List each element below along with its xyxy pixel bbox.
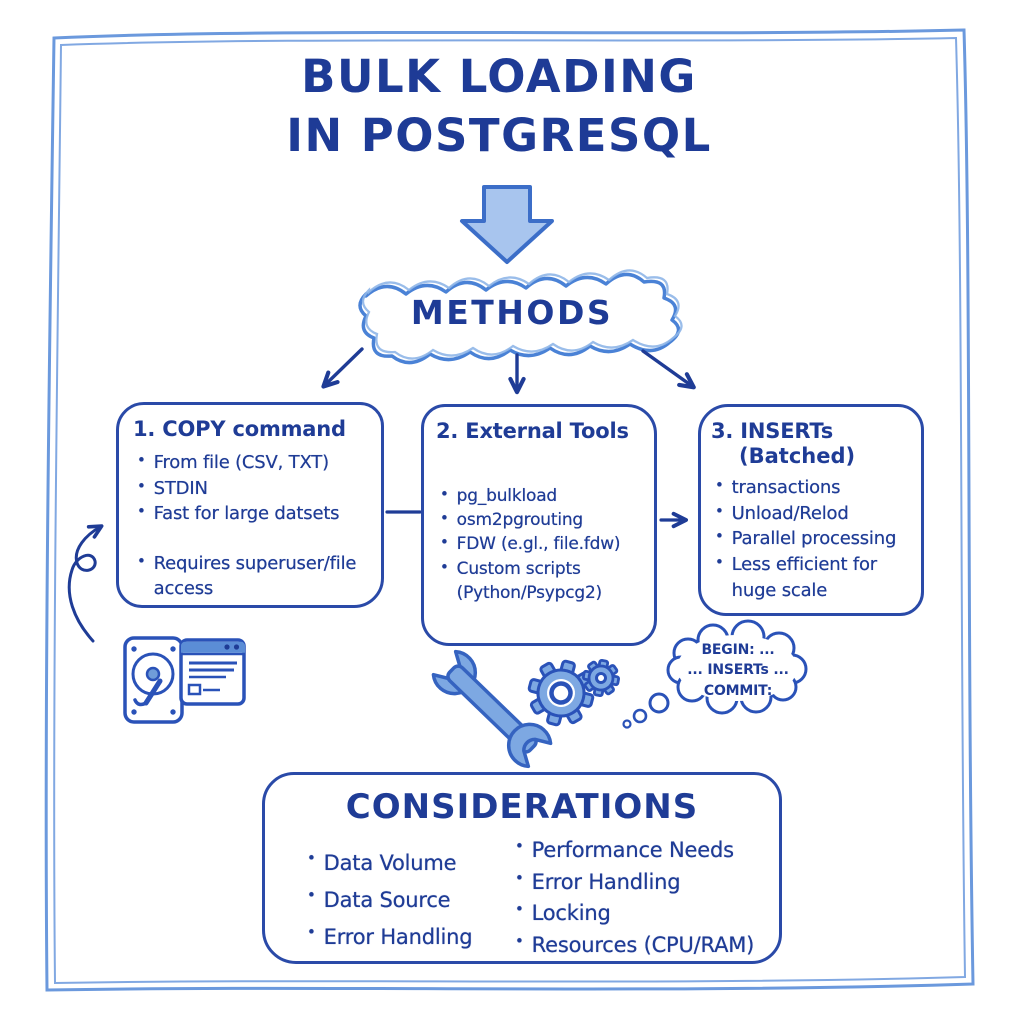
method-box-bullets: From file (CSV, TXT) STDIN Fast for larg… — [133, 450, 371, 602]
title-line-2: IN POSTGRESQL — [286, 108, 712, 162]
bullet-item: Performance Needs — [511, 835, 767, 867]
considerations-left-bullets: Data Volume Data Source Error Handling — [303, 845, 511, 955]
down-block-arrow — [460, 185, 554, 264]
considerations-box: CONSIDERATIONS Data Volume Data Source E… — [262, 772, 782, 964]
bullet-item: From file (CSV, TXT) — [133, 450, 371, 476]
method-box-copy: 1. COPY command From file (CSV, TXT) STD… — [116, 402, 384, 608]
method-box-title-line2: (Batched) — [739, 444, 856, 469]
thought-bubble — [622, 619, 808, 729]
method-box-title: 2. External Tools — [436, 419, 629, 443]
bullet-item: Data Source — [303, 882, 511, 919]
thought-trail-dot — [622, 719, 632, 729]
wrench-icon — [431, 649, 553, 769]
thought-bubble-text: BEGIN: ... ... INSERTs ... COMMIT: — [664, 640, 812, 701]
method-box-bullets: pg_bulkload osm2pgrouting FDW (e.gl., fi… — [436, 484, 646, 605]
method-arrows — [321, 347, 696, 395]
bullet-item: Error Handling — [303, 919, 511, 956]
app-window-icon — [179, 638, 246, 706]
bullet-item: Less efficient for huge scale — [711, 552, 915, 603]
thought-trail-dot — [648, 692, 670, 714]
bullet-item: pg_bulkload — [436, 484, 646, 508]
method-box-title: 1. COPY command — [133, 417, 346, 441]
bullet-item: Error Handling — [511, 867, 767, 899]
methods-cloud — [358, 269, 683, 365]
bubble-line-3: COMMIT: — [703, 682, 773, 699]
method-box-inserts: 3. INSERTs (Batched) transactions Unload… — [698, 404, 924, 616]
bullet-item: Locking — [511, 898, 767, 930]
arrow-to-copy — [321, 347, 364, 389]
considerations-right-bullets: Performance Needs Error Handling Locking… — [511, 835, 767, 961]
thought-trail-dot — [632, 708, 648, 724]
methods-cloud-label: METHODS — [410, 293, 614, 332]
hard-disk-icon — [123, 636, 184, 724]
considerations-right-column: Performance Needs Error Handling Locking… — [511, 835, 767, 961]
bullet-item: STDIN — [133, 476, 371, 502]
method-box-title: 3. INSERTs — [711, 419, 834, 443]
bullet-item: osm2pgrouting — [436, 508, 646, 532]
bullet-item: Resources (CPU/RAM) — [511, 930, 767, 962]
method-box-bullets: transactions Unload/Relod Parallel proce… — [711, 475, 915, 603]
considerations-left-column: Data Volume Data Source Error Handling — [303, 835, 511, 961]
bullet-item: FDW (e.gl., file.fdw) — [436, 532, 646, 556]
title-line-1: BULK LOADING — [301, 50, 697, 103]
bubble-line-2: ... INSERTs ... — [687, 662, 789, 679]
bullet-item: transactions — [711, 475, 915, 501]
bullet-item: Requires superuser/file access — [133, 551, 371, 602]
considerations-columns: Data Volume Data Source Error Handling P… — [265, 835, 779, 961]
arrow-to-inserts — [641, 349, 696, 390]
method-box-external-tools: 2. External Tools pg_bulkload osm2pgrout… — [421, 404, 657, 646]
bullet-item: Fast for large datsets — [133, 501, 371, 527]
gears-icon — [527, 658, 621, 727]
considerations-title: CONSIDERATIONS — [345, 787, 699, 827]
loop-arrow — [67, 524, 104, 643]
bullet-item: Custom scripts (Python/Psypcg2) — [436, 557, 646, 605]
bubble-line-1: BEGIN: ... — [701, 642, 775, 658]
outer-sketch-border — [44, 28, 975, 992]
bullet-item: Data Volume — [303, 845, 511, 882]
page-title: BULK LOADING IN POSTGRESQL — [0, 48, 998, 165]
bullet-item: Unload/Relod — [711, 501, 915, 527]
bullet-item: Parallel processing — [711, 526, 915, 552]
